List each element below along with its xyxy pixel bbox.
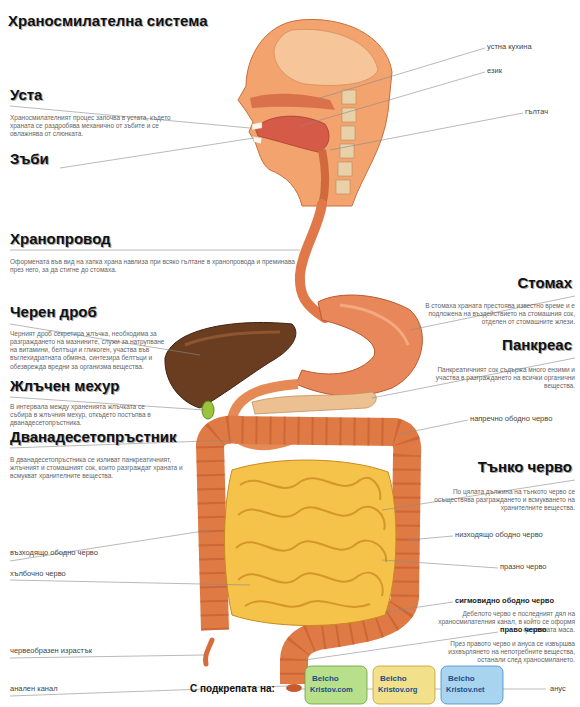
tongue [255, 116, 329, 152]
sponsor-logos [305, 666, 503, 704]
pharynx [322, 150, 325, 206]
anus-opening [286, 684, 302, 692]
logo-text: Belcho [380, 674, 432, 684]
colon-haustra [210, 430, 407, 684]
small-intestine [225, 460, 396, 625]
logo-text: Kristov.com [310, 685, 366, 694]
section-heading: Хранопровод [10, 230, 210, 249]
diagram-title: Храносмилателна система [8, 12, 308, 31]
section-body: Панкреатичният сок съдържа много ензими … [425, 366, 575, 390]
logo-text: Kristov.net [446, 685, 502, 694]
part-label: устна кухина [487, 42, 577, 51]
intestine-coils [236, 478, 386, 607]
section-heading: Жлъчен мехур [10, 377, 180, 396]
pancreas [252, 392, 376, 414]
part-label: низходящо ободно черво [455, 530, 575, 539]
section-heading: Стомах [420, 274, 572, 293]
part-label: право черво [500, 625, 575, 634]
part-label: червеобразен израстък [10, 646, 130, 655]
part-label: език [487, 66, 567, 75]
part-label: хълбочно черво [10, 569, 100, 578]
section-heading: Панкреас [420, 336, 572, 355]
logo-text: Belcho [312, 674, 364, 684]
leader-lines [10, 48, 575, 696]
part-label: анус [550, 684, 580, 693]
section-body: В интервала между храненията жлъчката се… [10, 403, 160, 427]
section-body: Оформената във вид на хапка храна навлиз… [10, 258, 300, 274]
part-label: напречно ободно черво [470, 414, 575, 423]
brain-cavity [274, 29, 378, 85]
nasal-cavity [250, 94, 335, 110]
logo-text: Kristov.org [378, 685, 434, 694]
part-label: анален канал [10, 684, 100, 693]
section-heading: Дванадесетопръстник [10, 428, 230, 447]
part-label: празно черво [500, 562, 575, 571]
teeth [252, 122, 262, 144]
section-body: През правото черво и ануса се извършва и… [425, 640, 575, 664]
section-heading: Тънко черво [420, 458, 572, 477]
sponsor-caption: С подкрепата на: [190, 683, 305, 696]
section-body: По цялата дължина на тънкото черво се ос… [425, 488, 575, 512]
appendix [205, 640, 212, 664]
logo-text: Belcho [448, 674, 500, 684]
section-heading: Черен дроб [10, 303, 160, 322]
section-body: В дванадесетопръстника се изливат панкре… [10, 456, 190, 480]
head-section [238, 19, 392, 206]
section-body: Храносмилателният процес започва в устат… [10, 114, 175, 138]
section-body: В стомаха храната престоява известно вре… [425, 302, 575, 326]
section-heading: Зъби [10, 150, 110, 169]
stomach-shine [340, 305, 408, 345]
part-label: гълтач [525, 107, 580, 116]
part-label: възходящо ободно черво [10, 548, 130, 557]
spine [336, 90, 356, 194]
liver-shine [185, 332, 280, 345]
large-intestine [210, 430, 407, 684]
part-label: сигмовидно ободно черво [455, 596, 575, 605]
stomach [296, 295, 422, 396]
section-body: Черният дроб секретира жлъчка, необходим… [10, 330, 170, 371]
section-heading: Уста [10, 86, 160, 105]
liver [165, 322, 296, 408]
